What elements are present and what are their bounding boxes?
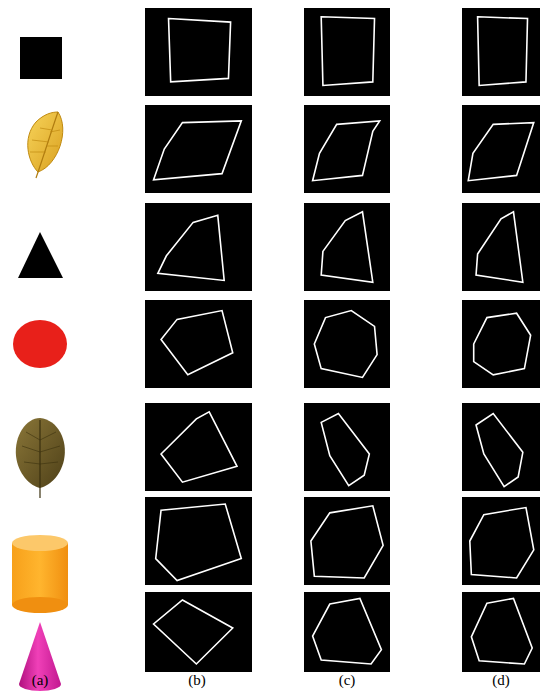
contour-tile — [462, 105, 540, 193]
contour-tile — [304, 497, 390, 585]
contour-tile — [145, 8, 252, 96]
contour-tile — [304, 300, 390, 388]
contour-tile — [304, 203, 390, 291]
triangle-object — [18, 232, 63, 278]
contour-tile — [304, 105, 390, 193]
contour-tile — [462, 203, 540, 291]
contour-tile — [462, 300, 540, 388]
contour-tile — [145, 403, 252, 491]
contour-tile — [145, 203, 252, 291]
panel-label: (a) — [32, 672, 49, 689]
contour-tile — [304, 592, 390, 672]
panel-label: (c) — [339, 672, 356, 689]
contour-tile — [304, 8, 390, 96]
contour-tile — [462, 592, 540, 672]
contour-tile — [462, 497, 540, 585]
contour-tile — [145, 497, 252, 585]
contour-tile — [145, 105, 252, 193]
panel-label: (d) — [492, 672, 510, 689]
cylinder-object — [12, 535, 68, 613]
contour-tile — [462, 403, 540, 491]
cone-object — [19, 622, 61, 691]
contour-tile — [145, 300, 252, 388]
brown-leaf — [16, 418, 65, 498]
yellow-leaf — [28, 112, 63, 178]
contour-tile — [304, 403, 390, 491]
contour-tile — [462, 8, 540, 96]
red-ellipse-object — [13, 320, 67, 368]
square-object — [20, 37, 62, 79]
contour-tile — [145, 592, 252, 672]
panel-label: (b) — [188, 672, 206, 689]
